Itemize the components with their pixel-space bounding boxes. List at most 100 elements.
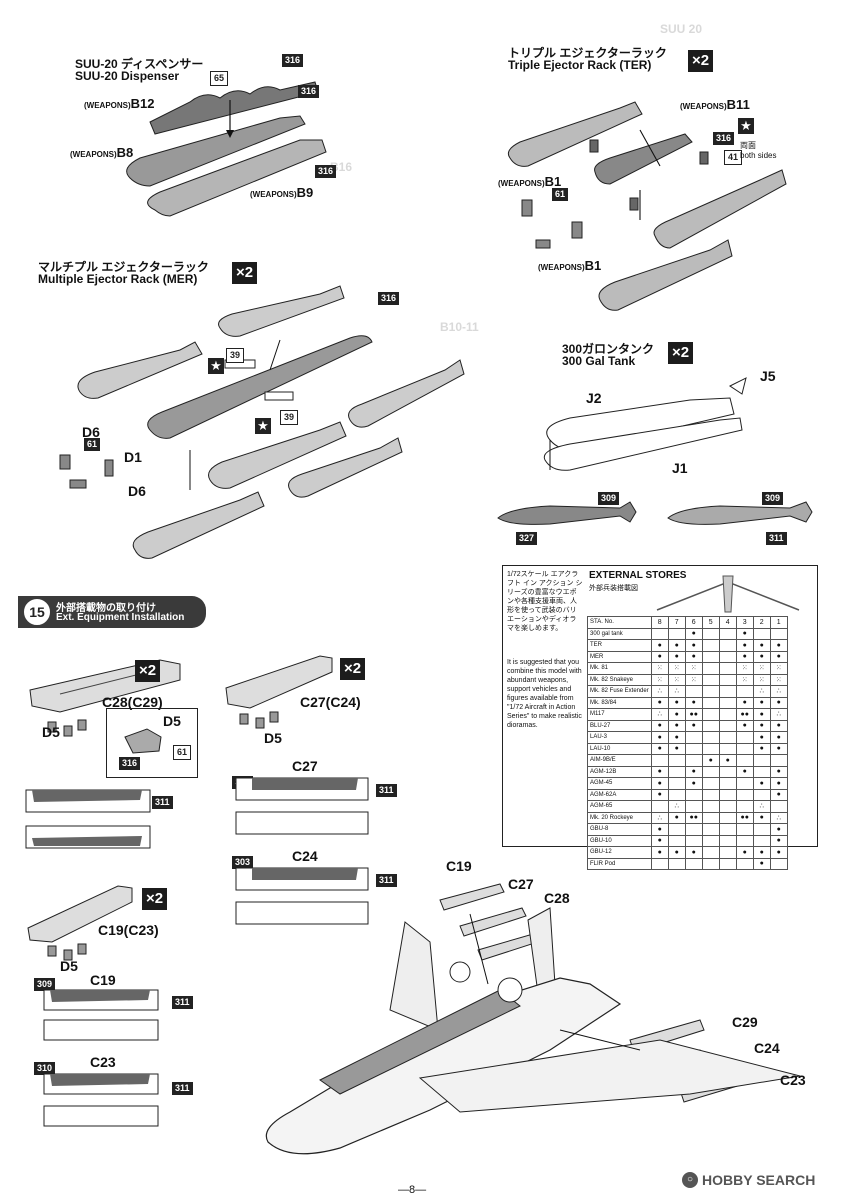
store-cell: [718, 639, 737, 652]
store-cell: ●: [684, 627, 703, 640]
store-cell: ●: [701, 754, 720, 767]
store-name: GBU-10: [587, 834, 652, 847]
mer-title-en: Multiple Ejector Rack (MER): [38, 272, 198, 286]
store-cell: ∴: [667, 800, 686, 813]
store-cell: [735, 823, 754, 836]
suu20-dispenser-drawing: [126, 81, 327, 217]
store-cell: [769, 800, 788, 813]
both-sides-jp: 両面: [740, 141, 756, 150]
part-label-b8: (WEAPONS)B8: [70, 145, 134, 160]
store-cell: [701, 811, 720, 824]
store-cell: ●: [667, 846, 686, 859]
tank-title-en: 300 Gal Tank: [562, 354, 636, 368]
store-cell: ●: [752, 696, 771, 709]
store-cell: ●: [650, 846, 669, 859]
part-label-d5: D5: [163, 713, 181, 729]
step-number: 15: [22, 597, 52, 627]
store-name: AGM-65: [587, 800, 652, 813]
stores-title: EXTERNAL STORES: [589, 570, 687, 581]
stores-row: M117∴●●●●●●∴: [587, 708, 788, 721]
store-cell: [701, 834, 720, 847]
store-cell: ●: [769, 639, 788, 652]
store-cell: ●: [667, 708, 686, 721]
store-cell: [752, 754, 771, 767]
store-cell: [667, 834, 686, 847]
store-name: AGM-45: [587, 777, 652, 790]
part-label-d1: D1: [124, 449, 142, 465]
store-cell: ●: [650, 765, 669, 778]
ter-drawing: [507, 101, 787, 311]
store-cell: ⁙: [735, 662, 754, 675]
store-cell: ∴: [769, 811, 788, 824]
store-cell: [701, 846, 720, 859]
store-cell: [684, 857, 703, 870]
store-cell: [701, 777, 720, 790]
store-cell: [701, 627, 720, 640]
station-number: 7: [667, 616, 686, 629]
store-cell: [718, 834, 737, 847]
stores-row: LAU-3●●●●: [587, 731, 788, 744]
mer-drawing: [59, 285, 465, 559]
aircraft-assembly-drawing: [265, 883, 801, 1155]
store-cell: ●: [735, 719, 754, 732]
store-cell: [701, 650, 720, 663]
paint-code-316: 316: [298, 85, 320, 98]
store-cell: ⁙: [650, 673, 669, 686]
store-cell: ●: [650, 650, 669, 663]
store-cell: ●: [667, 742, 686, 755]
store-cell: [735, 685, 754, 698]
store-cell: [701, 731, 720, 744]
store-cell: ●: [667, 811, 686, 824]
store-cell: [718, 662, 737, 675]
store-name: Mk. 20 Rockeye: [587, 811, 652, 824]
pylon-c24-painted: [235, 867, 369, 925]
store-cell: ●: [735, 650, 754, 663]
part-label-b1: (WEAPONS)B1: [498, 174, 562, 189]
part-label-c28: C28: [544, 890, 570, 906]
store-cell: ●: [684, 719, 703, 732]
aircraft-topview-icon: [656, 575, 800, 613]
note-en: It is suggested that you combine this mo…: [507, 659, 582, 729]
part-label-c27: C27: [508, 876, 534, 892]
store-cell: [667, 765, 686, 778]
store-cell: ●: [752, 811, 771, 824]
paint-code-311: 311: [766, 532, 787, 545]
store-cell: ●: [735, 696, 754, 709]
pylon-c27-drawing: [225, 655, 333, 729]
stores-row: TER●●●●●●: [587, 639, 788, 652]
store-cell: [650, 800, 669, 813]
stores-row: Mk. 20 Rockeye∴●●●●●●∴: [587, 811, 788, 824]
station-number: 1: [769, 616, 788, 629]
part-label-c23: C23: [90, 1054, 116, 1070]
store-cell: ●: [667, 696, 686, 709]
store-cell: ●: [650, 823, 669, 836]
store-cell: [735, 742, 754, 755]
store-cell: ●: [769, 650, 788, 663]
store-cell: [718, 823, 737, 836]
store-cell: [684, 754, 703, 767]
station-number: 3: [735, 616, 754, 629]
store-cell: [718, 731, 737, 744]
pylon-c23-painted: [43, 1073, 159, 1127]
store-cell: ●: [718, 754, 737, 767]
store-name: MER: [587, 650, 652, 663]
paint-code-311: 311: [172, 996, 193, 1009]
store-cell: ∴: [752, 685, 771, 698]
store-cell: ●: [752, 708, 771, 721]
store-cell: [701, 719, 720, 732]
paint-code-316: 316: [315, 165, 337, 178]
store-cell: ●: [667, 650, 686, 663]
store-cell: ●: [769, 823, 788, 836]
store-cell: ●: [650, 696, 669, 709]
store-cell: [701, 662, 720, 675]
stores-row: AGM-62A●●: [587, 788, 788, 801]
store-cell: [718, 765, 737, 778]
store-name: GBU-8: [587, 823, 652, 836]
paint-code-309: 309: [34, 978, 56, 991]
store-cell: ●: [769, 696, 788, 709]
store-cell: [701, 742, 720, 755]
store-cell: [752, 788, 771, 801]
store-cell: ●: [684, 777, 703, 790]
stores-row: Mk. 82 Snakeye⁙⁙⁙⁙⁙⁙: [587, 673, 788, 686]
